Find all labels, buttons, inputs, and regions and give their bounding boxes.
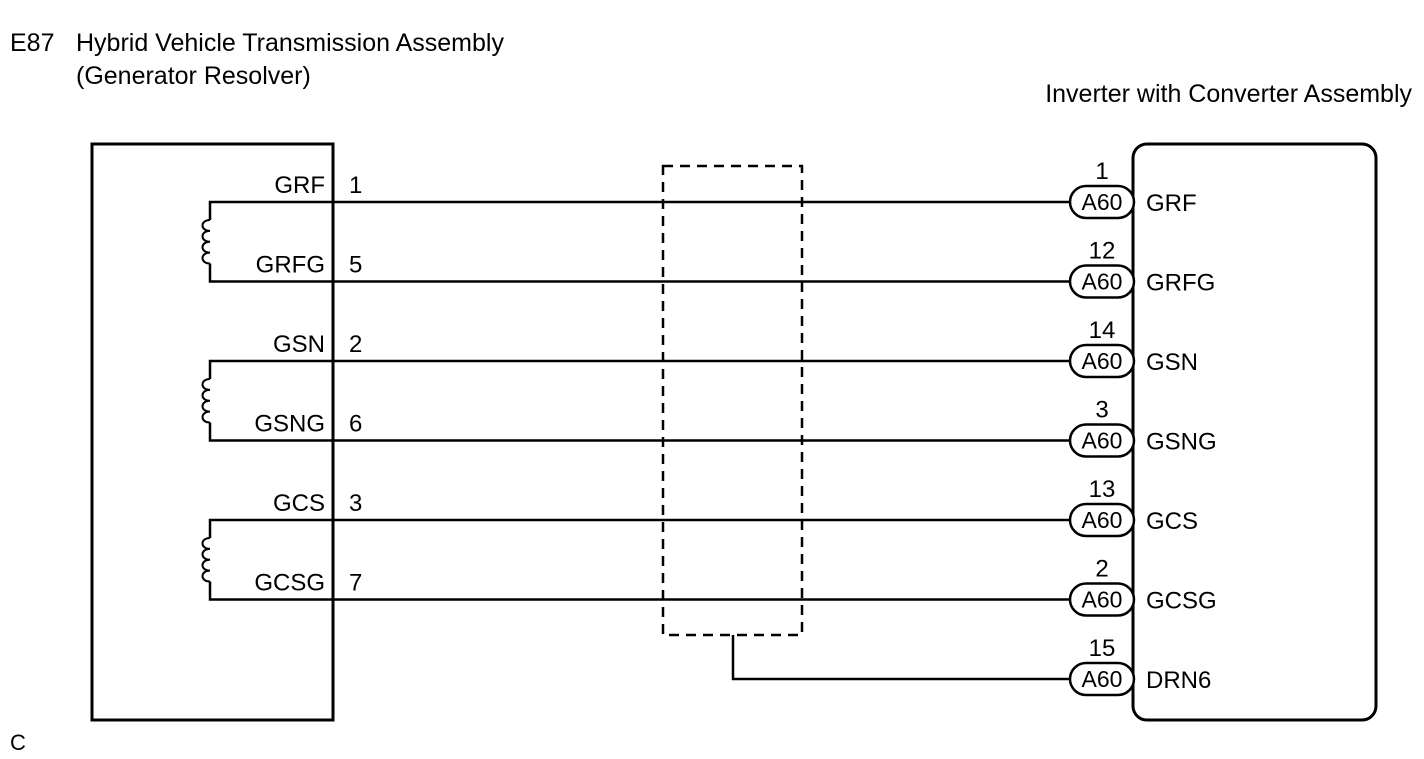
connector-label: A60 [1082,666,1123,692]
coil-lead-top [208,518,333,538]
left-pin-number: 5 [349,252,362,279]
shield-outline [661,164,804,637]
left-component-box [90,142,335,722]
connector-oval [1068,184,1136,220]
right-pin-number: 2 [1095,556,1108,583]
connector-oval [1068,423,1136,458]
right-signal-label: GSNG [1146,429,1217,456]
connector-label: A60 [1082,189,1123,215]
connector-oval [1068,343,1136,379]
left-component-name-line1: Hybrid Vehicle Transmission Assembly [76,29,504,57]
right-pin-number: 12 [1089,238,1116,265]
coil-winding [201,219,211,265]
connector-oval [1068,582,1136,617]
connector-label: A60 [1082,428,1123,454]
coil-lead-bottom [208,263,333,283]
coil-lead-top [208,200,333,220]
right-pin-number: 3 [1095,397,1108,424]
coil-lead-bottom [208,422,333,442]
resolver-coil [201,518,333,601]
right-signal-label: GCSG [1146,588,1217,615]
drain-wire [731,635,1070,681]
left-pin-number: 7 [349,570,362,597]
connector-oval [1068,502,1136,538]
right-pin-number: 1 [1095,158,1108,185]
right-signal-label: GRF [1146,190,1197,217]
left-signal-label: GSNG [254,411,325,438]
left-signal-label: GCSG [254,570,325,597]
footer-mark: C [10,730,26,755]
resolver-coil [201,359,333,442]
right-signal-label: GSN [1146,349,1198,376]
left-signal-label: GCS [273,490,325,517]
coil-winding [201,378,211,424]
connector-label: A60 [1082,348,1123,374]
left-signal-label: GRFG [256,252,325,279]
drain-signal-label: DRN6 [1146,667,1211,694]
left-component-code: E87 [10,29,54,57]
right-signal-label: GCS [1146,508,1198,535]
coil-winding [201,537,211,583]
left-pin-number: 2 [349,331,362,358]
right-signal-label: GRFG [1146,270,1215,297]
right-pin-number: 15 [1089,635,1116,662]
right-component-name: Inverter with Converter Assembly [1045,80,1412,108]
connector-label: A60 [1082,587,1123,613]
connector-label: A60 [1082,507,1123,533]
left-signal-label: GSN [273,331,325,358]
connector-label: A60 [1082,269,1123,295]
left-pin-number: 1 [349,172,362,199]
connector-oval [1068,661,1136,697]
coil-lead-bottom [208,581,333,601]
left-signal-label: GRF [274,172,325,199]
connector-oval [1068,264,1136,299]
right-pin-number: 14 [1089,317,1116,344]
coil-lead-top [208,359,333,379]
left-pin-number: 3 [349,490,362,517]
coil-layer [201,200,333,601]
right-pin-number: 13 [1089,476,1116,503]
left-component-name-line2: (Generator Resolver) [76,62,311,90]
resolver-coil [201,200,333,283]
left-pin-number: 6 [349,411,362,438]
